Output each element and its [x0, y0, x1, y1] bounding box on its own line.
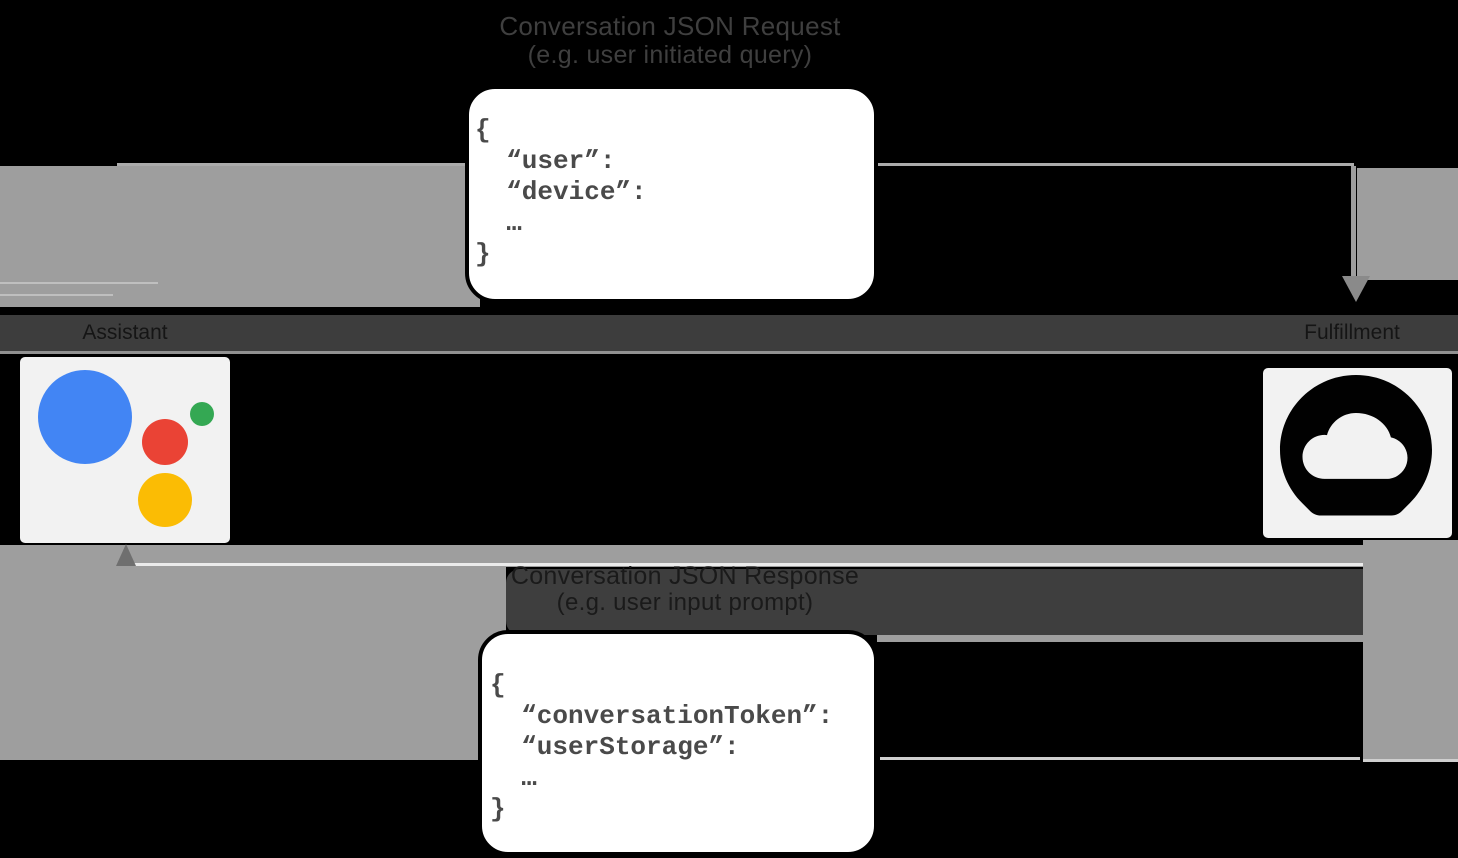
request-arrow-edge-line	[0, 294, 113, 296]
response-arrow-head-icon	[116, 544, 136, 566]
assistant-green-circle	[190, 402, 214, 426]
request-json-box: { “user”: “device”: … }	[465, 85, 878, 303]
response-label-backdrop	[506, 569, 1363, 635]
code-line: “userStorage”:	[490, 732, 740, 762]
request-title: Conversation JSON Request	[499, 11, 841, 41]
google-cloud-icon	[1263, 368, 1452, 538]
response-arrow-bottom-edge	[880, 757, 1360, 760]
response-subtitle: (e.g. user input prompt)	[556, 589, 814, 616]
fulfillment-label: Fulfillment	[1304, 321, 1400, 344]
response-arrow-right-band	[1363, 540, 1458, 762]
request-arrow-right-band	[1357, 168, 1458, 280]
response-arrow-shaft-top	[0, 545, 1363, 567]
assistant-yellow-circle	[138, 473, 192, 527]
code-line: {	[490, 670, 506, 700]
response-arrow-top-edge	[133, 563, 1363, 566]
response-arrow-sliver	[877, 635, 1363, 642]
request-arrow-shaft	[0, 166, 480, 307]
code-line: “device”:	[475, 177, 647, 207]
response-label: Conversation JSON Response (e.g. user in…	[430, 563, 940, 616]
assistant-red-circle	[142, 419, 188, 465]
google-assistant-logo-icon	[20, 357, 230, 543]
request-subtitle: (e.g. user initiated query)	[527, 41, 813, 69]
response-title: Conversation JSON Response	[510, 562, 860, 590]
cloud-icon	[1280, 375, 1432, 516]
code-line: “user”:	[475, 146, 616, 176]
code-line: {	[475, 115, 491, 145]
code-line: “conversationToken”:	[490, 701, 834, 731]
response-json-box: { “conversationToken”: “userStorage”: … …	[478, 630, 878, 856]
request-arrow-edge-line	[0, 282, 158, 284]
request-arrow-vertical	[1351, 166, 1356, 278]
assistant-label: Assistant	[82, 321, 168, 344]
assistant-blue-circle	[38, 370, 132, 464]
code-line: }	[475, 239, 491, 269]
request-label: Conversation JSON Request (e.g. user ini…	[420, 12, 920, 70]
code-line: }	[490, 794, 506, 824]
request-arrow-head-icon	[1342, 276, 1370, 302]
code-line: …	[475, 208, 522, 238]
response-arrow-left-band	[0, 567, 506, 760]
code-line: …	[490, 763, 537, 793]
actor-band	[0, 315, 1458, 354]
